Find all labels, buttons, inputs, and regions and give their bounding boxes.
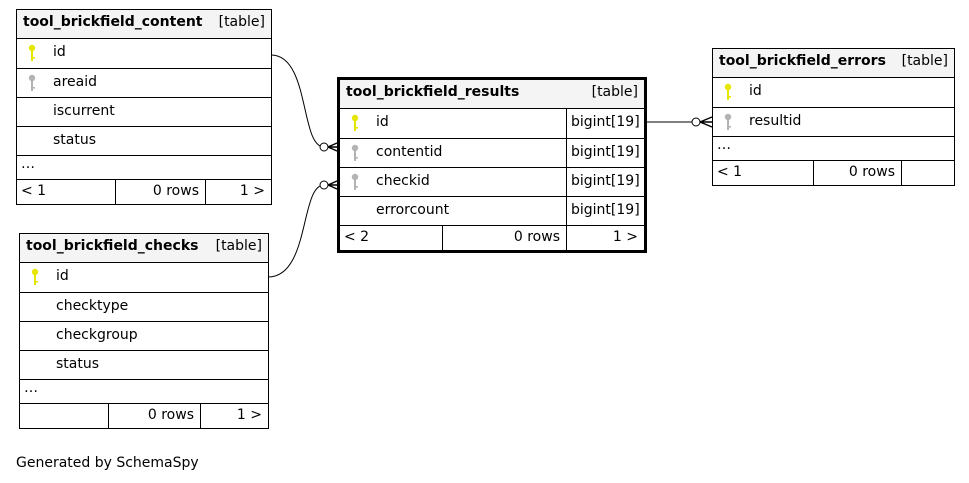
table-footer: < 2 0 rows 1 > [340,226,644,251]
column-row[interactable]: id [713,78,954,108]
table-kind: [table] [901,53,948,69]
table-name: tool_brickfield_checks [26,238,199,254]
column-name: status [56,356,100,373]
column-name: checktype [56,297,129,314]
rel-crowfoot [327,180,338,190]
generator-credit: Generated by SchemaSpy [16,455,199,471]
pk-key-icon [351,115,359,132]
table-name: tool_brickfield_results [346,84,520,100]
table-tool-brickfield-errors[interactable]: tool_brickfield_errors [table] id result… [712,48,955,186]
column-row[interactable]: errorcount bigint[19] [340,197,644,227]
column-row[interactable]: contentid bigint[19] [340,138,644,168]
table-tool-brickfield-content[interactable]: tool_brickfield_content [table] id areai… [16,9,272,206]
column-row[interactable]: checkgroup [20,322,268,352]
column-row[interactable]: id [20,263,268,293]
table-header[interactable]: tool_brickfield_results [table] [340,80,644,110]
table-tool-brickfield-results[interactable]: tool_brickfield_results [table] id bigin… [337,77,647,254]
column-name: contentid [376,143,443,160]
rel-content-results [270,54,325,148]
footer-parent-count[interactable] [20,404,108,428]
rel-optional-marker [319,142,329,152]
pk-key-icon [724,84,732,101]
footer-child-count[interactable]: 1 > [205,180,271,205]
footer-child-count[interactable] [901,160,954,185]
more-columns-ellipsis: … [21,156,35,173]
table-footer: 0 rows 1 > [20,404,268,429]
table-kind: [table] [218,14,265,30]
column-name: status [53,132,97,149]
rel-optional-marker [319,180,329,190]
table-footer: < 1 0 rows [713,160,954,185]
more-columns-row[interactable]: … [17,156,271,181]
column-row[interactable]: status [17,127,271,157]
table-kind: [table] [215,238,262,254]
table-name: tool_brickfield_errors [719,53,886,69]
fk-key-icon [724,113,732,130]
column-row[interactable]: areaid [17,69,271,98]
column-row[interactable]: checkid bigint[19] [340,167,644,198]
fk-key-icon [351,173,359,190]
column-row[interactable]: resultid [713,108,954,137]
footer-child-count[interactable]: 1 > [566,226,644,251]
footer-row-count: 0 rows [813,160,901,185]
column-row[interactable]: iscurrent [17,98,271,128]
rel-optional-marker [691,117,701,127]
column-name: checkid [376,172,430,189]
column-name: id [53,44,66,61]
footer-row-count: 0 rows [442,226,566,251]
footer-row-count: 0 rows [108,404,200,429]
table-header[interactable]: tool_brickfield_checks [table] [20,234,268,264]
more-columns-ellipsis: … [717,136,731,153]
rel-crowfoot [699,116,713,128]
column-row[interactable]: id bigint[19] [340,109,644,139]
footer-child-count[interactable]: 1 > [200,404,268,429]
column-name: resultid [749,112,802,129]
rel-checks-results [267,184,325,278]
column-name: id [749,83,762,100]
column-row[interactable]: status [20,351,268,381]
pk-key-icon [28,45,36,62]
table-tool-brickfield-checks[interactable]: tool_brickfield_checks [table] id checkt… [19,233,269,430]
column-row[interactable]: checktype [20,293,268,322]
column-type: bigint[19] [566,197,644,226]
fk-key-icon [28,74,36,91]
more-columns-row[interactable]: … [20,380,268,405]
footer-row-count: 0 rows [115,180,205,205]
column-type: bigint[19] [566,167,644,197]
column-name: errorcount [376,202,450,219]
table-kind: [table] [591,84,638,100]
more-columns-ellipsis: … [24,380,38,397]
footer-parent-count[interactable]: < 1 [21,183,47,200]
rel-crowfoot [327,142,338,152]
column-name: checkgroup [56,326,138,343]
column-name: id [376,114,389,131]
table-header[interactable]: tool_brickfield_errors [table] [713,49,954,79]
column-name: id [56,268,69,285]
footer-parent-count[interactable]: < 2 [344,229,370,246]
footer-parent-count[interactable]: < 1 [717,163,743,180]
column-row[interactable]: id [17,39,271,69]
more-columns-row[interactable]: … [713,137,954,161]
table-footer: < 1 0 rows 1 > [17,180,271,205]
table-name: tool_brickfield_content [23,14,203,30]
fk-key-icon [351,144,359,161]
column-name: areaid [53,73,97,90]
pk-key-icon [31,269,39,286]
column-name: iscurrent [53,102,115,119]
table-header[interactable]: tool_brickfield_content [table] [17,10,271,40]
column-type: bigint[19] [566,109,644,138]
column-type: bigint[19] [566,138,644,167]
